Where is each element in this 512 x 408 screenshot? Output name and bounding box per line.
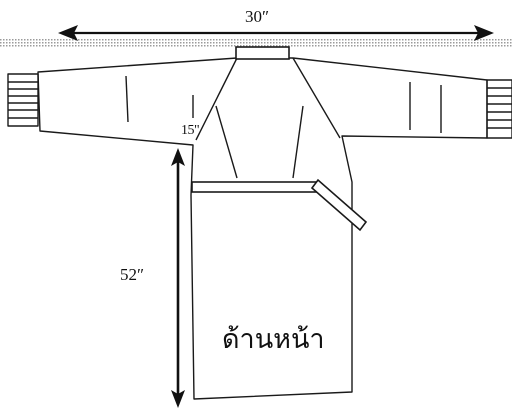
neck-band [235,46,290,60]
right-raglan-line [292,57,341,139]
left-cuff [7,73,39,127]
left-sleeve-seam-1 [125,75,129,123]
background-band [0,38,512,48]
tie-strap [310,178,368,232]
front-side-label: ด้านหน้า [222,324,325,355]
width-measurement-label: 30″ [245,7,270,26]
left-raglan-line [195,57,238,141]
length-measurement-label: 52″ [120,265,145,284]
sleeve-measurement-label: 15" [181,123,200,138]
width-arrow [58,25,494,41]
waist-belt [191,181,319,193]
length-arrow [171,148,185,408]
left-dart-line [215,105,238,179]
right-cuff [486,79,512,139]
right-dart-line [292,105,304,179]
